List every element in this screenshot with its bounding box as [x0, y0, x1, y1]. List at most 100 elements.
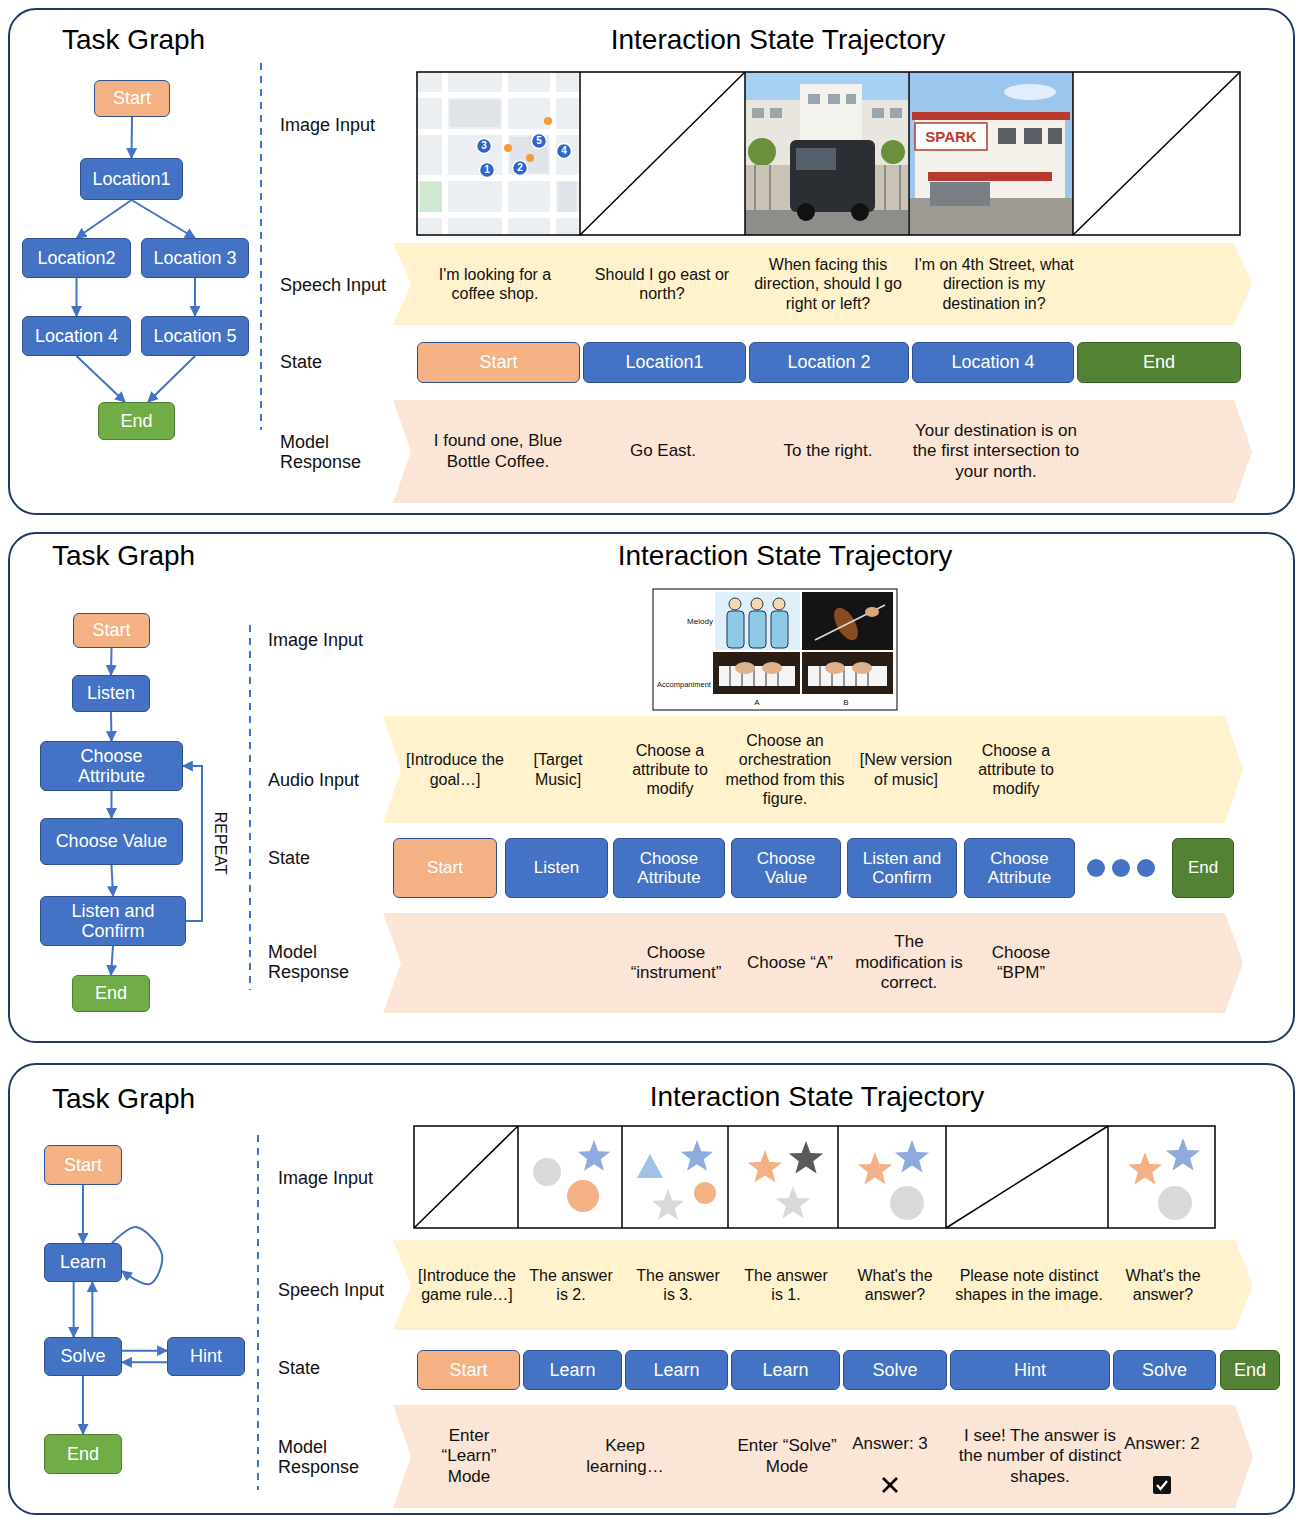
street-photo — [752, 94, 902, 118]
map-image — [477, 134, 572, 178]
row-label: Speech Input — [278, 1280, 408, 1301]
connector-arrow — [111, 946, 113, 975]
process-box: Start — [73, 613, 150, 648]
input-band: Enter “Learn” Mode Keep learning… Enter “S… — [393, 1405, 1253, 1508]
street-photo — [745, 72, 908, 235]
process-box: Solve — [843, 1350, 947, 1390]
row-label: 5 — [532, 135, 546, 147]
process-box: End — [1172, 838, 1234, 898]
text-slot: When facing this direction, should I go … — [747, 243, 909, 325]
empty-image — [946, 1126, 1108, 1228]
band-shape — [393, 400, 1252, 503]
shape-images — [1158, 1186, 1192, 1220]
text-slot: Should I go east or north? — [587, 243, 737, 325]
text-slot: Keep learning… — [575, 1405, 675, 1508]
panel-heading: Task Graph — [62, 24, 322, 56]
street-photo — [745, 210, 908, 235]
text-slot: To the right. — [758, 400, 898, 503]
utterance-text: What's the answer? — [845, 1266, 945, 1304]
utterance-text: I'm looking for a coffee shop. — [420, 265, 570, 303]
street-photo — [748, 138, 776, 166]
street-photo — [790, 140, 875, 212]
connector-arrow — [111, 791, 113, 818]
shape-images — [748, 1150, 782, 1183]
divider-line — [257, 1135, 259, 1490]
row-label: 3 — [477, 140, 491, 152]
street-photo — [1048, 128, 1062, 144]
map-image — [513, 161, 528, 176]
utterance-text: To the right. — [784, 441, 873, 461]
street-photo — [912, 112, 1070, 120]
text-slot: Enter “Solve” Mode — [737, 1405, 837, 1508]
node-label: Learn — [653, 1360, 699, 1380]
process-box: End — [44, 1434, 122, 1474]
music-figure — [727, 611, 744, 648]
music-figure — [771, 611, 788, 648]
street-photo — [928, 172, 1052, 181]
shape-images — [789, 1141, 823, 1174]
utterance-text: Choose an orchestration method from this… — [725, 731, 845, 808]
process-box: Learn — [44, 1243, 122, 1282]
ellipsis-dots — [1137, 859, 1155, 877]
text-slot: Your destination is on the first interse… — [910, 400, 1082, 503]
music-figure — [808, 666, 887, 686]
node-label: Location1 — [92, 169, 170, 189]
process-box: Listen and Confirm — [40, 896, 186, 946]
node-label: Choose Value — [56, 831, 168, 851]
utterance-text: I'm on 4th Street, what direction is my … — [910, 255, 1078, 313]
row-label: Model Response — [278, 1437, 378, 1478]
empty-image — [744, 72, 746, 235]
street-photo — [998, 128, 1062, 144]
street-photo — [808, 94, 820, 104]
map-image — [480, 163, 495, 178]
process-box: Location1 — [80, 158, 183, 200]
panel-heading: Interaction State Trajectory — [535, 540, 1035, 572]
text-slot: Enter “Learn” Mode — [419, 1405, 519, 1508]
music-figure — [729, 598, 785, 610]
process-box: Location 4 — [912, 342, 1074, 383]
process-box: End — [72, 975, 150, 1012]
music-figure — [749, 611, 766, 648]
process-box: End — [98, 402, 175, 440]
utterance-text: The answer is 2. — [525, 1266, 617, 1304]
street-photo — [1024, 128, 1042, 144]
process-box: Choose Attribute — [964, 838, 1075, 898]
map-image — [417, 72, 579, 235]
node-label: Choose Value — [737, 849, 835, 887]
shape-images — [694, 1182, 716, 1204]
music-figure — [820, 666, 821, 686]
text-slot: I found one, Blue Bottle Coffee. — [423, 400, 573, 503]
node-label: Location2 — [37, 248, 115, 268]
input-band: Choose “instrument”Choose “A”The modific… — [383, 913, 1243, 1013]
text-slot: Please note distinct shapes in the image… — [954, 1240, 1104, 1330]
music-figure — [825, 662, 845, 674]
empty-image — [417, 72, 1240, 235]
map-image — [504, 117, 552, 162]
street-photo — [796, 148, 836, 170]
loop-label: REPEAT — [211, 803, 229, 883]
empty-image — [1073, 72, 1240, 235]
street-photo — [915, 123, 987, 150]
street-photo — [770, 165, 771, 210]
music-figure — [653, 589, 897, 710]
shape-images — [858, 1152, 892, 1185]
text-slot: Choose an orchestration method from this… — [725, 716, 845, 823]
row-label: Model Response — [280, 432, 380, 473]
text-slot: [Target Music] — [522, 716, 594, 823]
utterance-text: I see! The answer is the number of disti… — [954, 1426, 1126, 1487]
node-label: Location1 — [625, 352, 703, 372]
panel-frame: StartLearnSolveHintEnd[Introduce the gam… — [8, 1063, 1295, 1515]
process-box: Location 4 — [22, 316, 131, 356]
map-image — [502, 72, 508, 235]
shape-images — [637, 1154, 663, 1178]
row-label: Audio Input — [268, 770, 398, 791]
node-label: Start — [64, 1155, 102, 1175]
node-label: Learn — [762, 1360, 808, 1380]
node-label: Location 4 — [35, 326, 118, 346]
check-mark — [1157, 1481, 1167, 1489]
row-label: SPARK — [916, 128, 986, 145]
utterance-text: Enter “Learn” Mode — [419, 1426, 519, 1487]
shape-images — [652, 1189, 684, 1220]
text-slot: [Introduce the goal…] — [399, 716, 511, 823]
street-photo — [890, 108, 902, 118]
